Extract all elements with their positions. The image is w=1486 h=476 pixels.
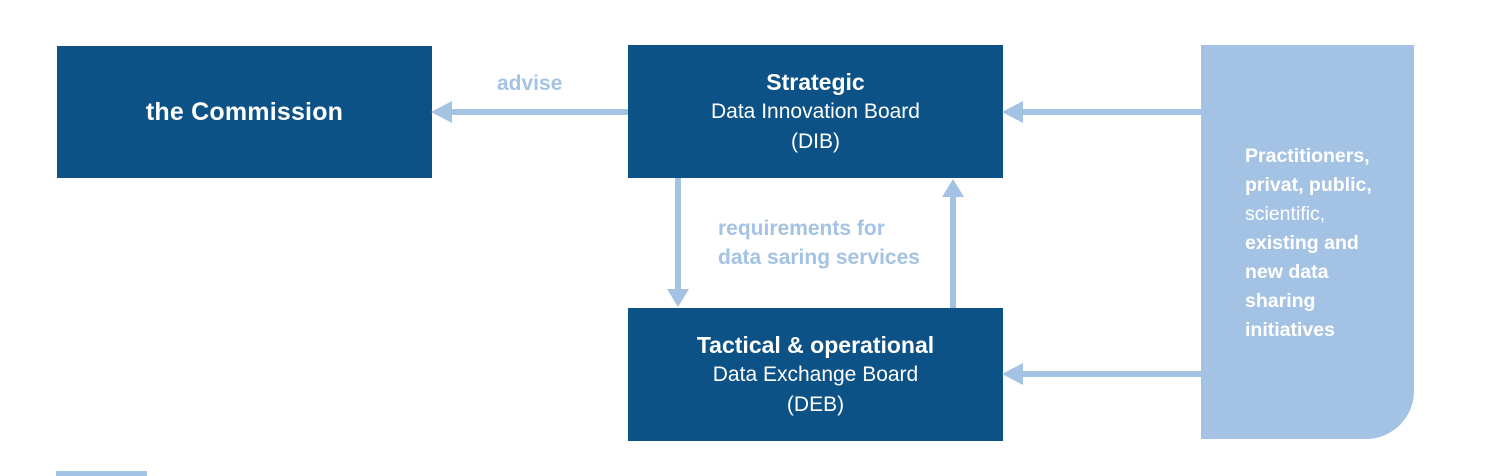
- node-strategic-dib: Strategic Data Innovation Board (DIB): [628, 45, 1003, 178]
- node-commission: the Commission: [57, 46, 432, 178]
- practitioners-line: scientific,: [1245, 203, 1326, 225]
- strategic-board-abbr: (DIB): [791, 129, 840, 153]
- strategic-board-name: Data Innovation Board: [711, 99, 920, 123]
- advise-arrow-shaft: [451, 109, 628, 115]
- tactical-board-abbr: (DEB): [786, 392, 845, 416]
- node-tactical-deb: Tactical & operational Data Exchange Boa…: [628, 308, 1003, 441]
- requirements-label-line2: data saring services: [718, 246, 920, 269]
- tactical-level-label: Tactical & operational: [696, 331, 935, 358]
- requirements-label-line1: requirements for: [718, 217, 885, 240]
- practitioners-line: new data: [1245, 261, 1329, 283]
- advise-arrow-label: advise: [497, 72, 563, 95]
- strategic-to-tactical-arrow-shaft: [675, 178, 681, 290]
- practitioners-to-tactical-arrowhead-left-icon: [1002, 363, 1023, 385]
- practitioners-line: Practitioners,: [1245, 145, 1370, 167]
- strategic-to-tactical-arrowhead-down-icon: [667, 289, 689, 307]
- tactical-to-strategic-arrowhead-up-icon: [942, 179, 964, 197]
- practitioners-to-strategic-arrowhead-left-icon: [1002, 101, 1023, 123]
- legend-swatch-cutoff: [56, 471, 147, 476]
- tactical-board-name: Data Exchange Board: [712, 362, 919, 386]
- practitioners-line: initiatives: [1245, 319, 1335, 341]
- practitioners-line: existing and: [1245, 232, 1359, 254]
- practitioners-line: sharing: [1245, 290, 1316, 312]
- commission-title: the Commission: [145, 97, 344, 126]
- practitioners-to-tactical-arrow-shaft: [1022, 371, 1201, 377]
- strategic-level-label: Strategic: [766, 68, 865, 95]
- advise-arrowhead-left-icon: [431, 101, 452, 123]
- practitioners-line: privat, public,: [1245, 174, 1372, 196]
- practitioners-to-strategic-arrow-shaft: [1022, 109, 1201, 115]
- tactical-to-strategic-arrow-shaft: [950, 196, 956, 308]
- node-practitioners: Practitioners, privat, public, scientifi…: [1201, 45, 1414, 439]
- requirements-arrow-label: requirements for data saring services: [718, 214, 920, 272]
